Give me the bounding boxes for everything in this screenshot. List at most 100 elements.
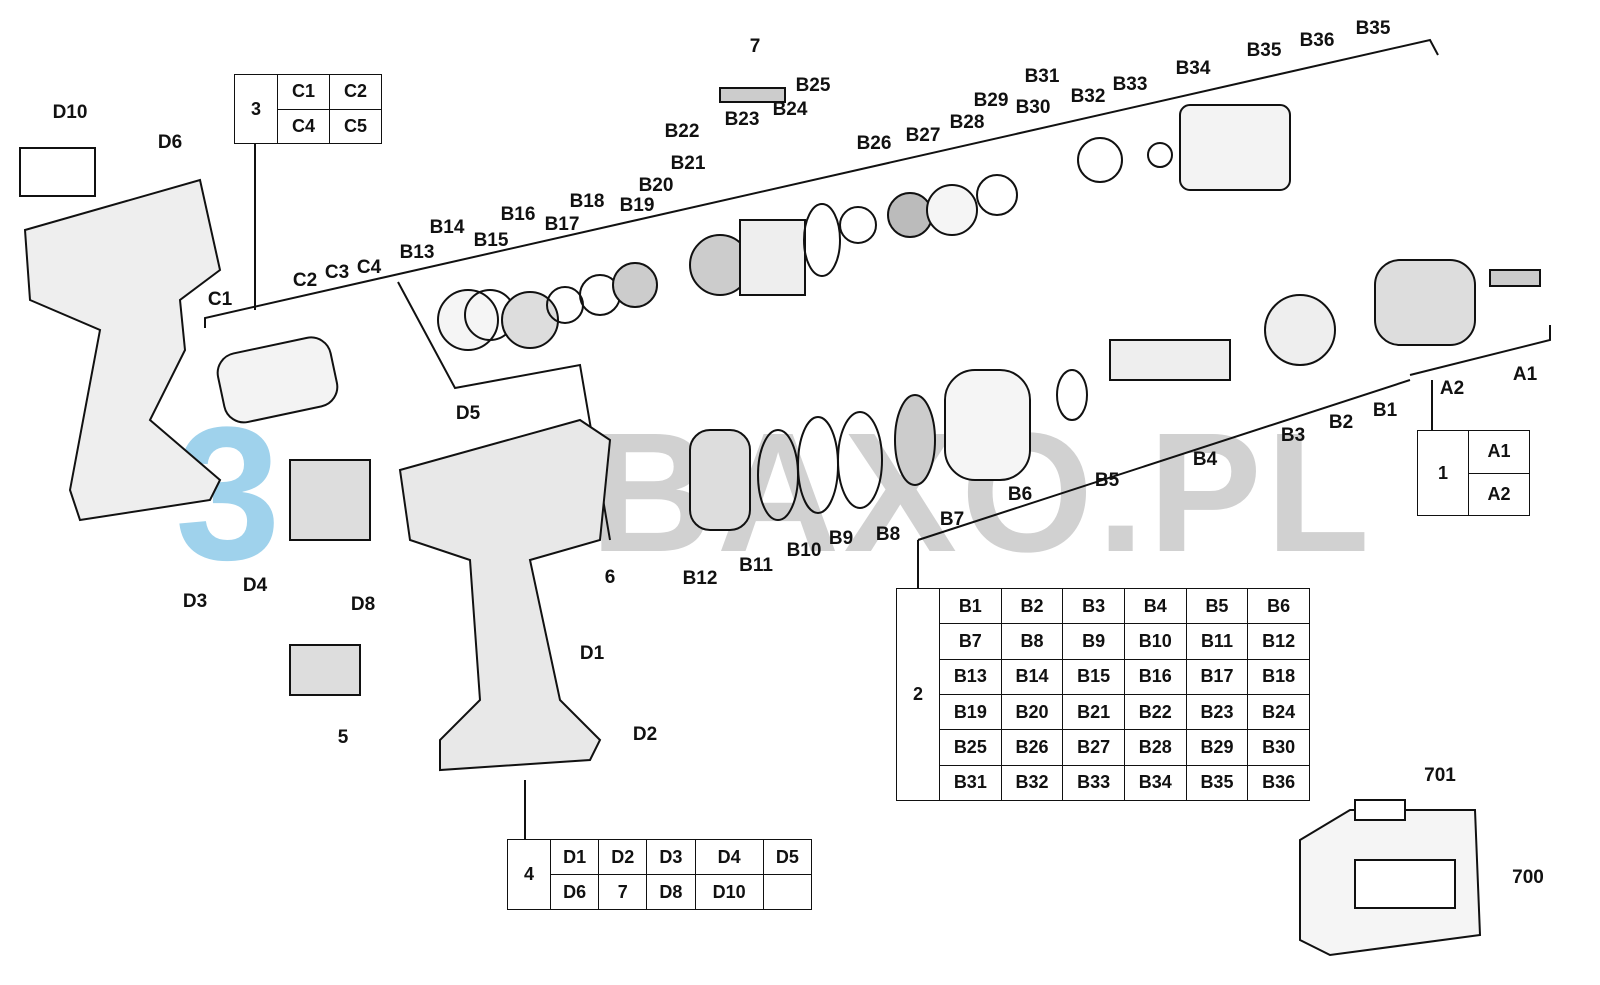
part-label: B23: [724, 109, 760, 130]
part-label: B35: [1246, 40, 1282, 61]
part-label: D3: [182, 591, 208, 612]
part-label: D6: [157, 132, 183, 153]
part-label: 7: [749, 36, 761, 57]
part-label: D4: [242, 575, 268, 596]
part-label: B11: [739, 555, 773, 576]
part-label: B34: [1175, 58, 1211, 79]
part-label: B17: [544, 214, 580, 235]
part-label: B25: [795, 75, 831, 96]
part-cell: B16: [1123, 658, 1187, 695]
part-cell: D10: [694, 874, 764, 910]
part-cell: 7: [598, 874, 648, 910]
group-number: 2: [896, 588, 940, 801]
part-cell: B32: [1000, 764, 1064, 802]
part-cell: B1: [939, 587, 1002, 625]
part-cell: B33: [1062, 764, 1125, 802]
part-label: C1: [207, 289, 233, 310]
part-label: B15: [473, 230, 509, 251]
part-label: D5: [455, 403, 481, 424]
part-cell: B31: [939, 764, 1002, 802]
part-label: B31: [1024, 66, 1060, 87]
part-cell: B14: [1000, 658, 1064, 695]
part-cell: A2: [1468, 472, 1530, 516]
lower-assembly-line: [1409, 325, 1551, 376]
part-cell: D1: [549, 839, 600, 875]
part-cell: B28: [1123, 729, 1187, 766]
case-handle-701: [1354, 799, 1406, 821]
part-cell: D6: [549, 874, 600, 910]
part-cell: D4: [694, 839, 764, 875]
part-label: 5: [337, 727, 349, 748]
part-label: B5: [1094, 470, 1120, 491]
gearbox-housing-b34: [1179, 104, 1291, 191]
part-cell: B12: [1247, 623, 1310, 660]
part-cell: B10: [1123, 623, 1187, 660]
part-cell: B19: [939, 693, 1002, 731]
part-cell: C1: [277, 74, 330, 110]
part-label: B16: [500, 204, 536, 225]
part-cell: D2: [598, 839, 648, 875]
part-label: 700: [1512, 867, 1544, 888]
part-cell: B29: [1185, 729, 1249, 766]
part-cell: B22: [1123, 693, 1187, 731]
housing-half-d6: [23, 178, 222, 522]
part-cell: C4: [277, 108, 330, 144]
part-cell: B13: [939, 658, 1002, 695]
part-cell: B35: [1185, 764, 1249, 802]
part-label: B32: [1070, 86, 1106, 107]
part-label: B19: [619, 195, 655, 216]
part-cell: C5: [329, 108, 382, 144]
part-label: C2: [292, 270, 318, 291]
part-cell: B2: [1000, 587, 1064, 625]
part-label: D8: [350, 594, 376, 615]
part-label: B21: [670, 153, 706, 174]
part-cell: B7: [939, 623, 1002, 660]
part-cell: B11: [1185, 623, 1249, 660]
part-label: C3: [324, 262, 350, 283]
part-label: B4: [1192, 449, 1218, 470]
part-label: B8: [875, 524, 901, 545]
screw-a1: [1489, 269, 1541, 287]
part-label: B1: [1372, 400, 1398, 421]
part-cell: C2: [329, 74, 382, 110]
part-cell: B34: [1123, 764, 1187, 802]
part-cell: B8: [1000, 623, 1064, 660]
part-cell: D8: [646, 874, 696, 910]
part-label: B28: [949, 112, 985, 133]
part-cell: B24: [1247, 693, 1310, 731]
part-cell: D5: [762, 839, 813, 875]
part-cell: D3: [646, 839, 696, 875]
part-label: B36: [1299, 30, 1335, 51]
part-cell: B4: [1123, 587, 1187, 625]
housing-half-6: [398, 418, 612, 772]
part-cell: B21: [1062, 693, 1125, 731]
part-label: B30: [1015, 97, 1051, 118]
part-label: B2: [1328, 412, 1354, 433]
part-label: B18: [569, 191, 605, 212]
part-label: 701: [1424, 765, 1456, 786]
part-label: B10: [786, 540, 822, 561]
part-label: B9: [828, 528, 854, 549]
part-cell: B27: [1062, 729, 1125, 766]
part-label: D2: [632, 724, 658, 745]
switch-d5: [289, 459, 371, 541]
part-label: B13: [399, 242, 435, 263]
part-cell: B20: [1000, 693, 1064, 731]
part-label: B24: [772, 99, 808, 120]
part-cell: B36: [1247, 764, 1310, 802]
spindle-b4: [1109, 339, 1231, 381]
part-cell: B25: [939, 729, 1002, 766]
part-label: A2: [1439, 378, 1465, 399]
part-cell: B17: [1185, 658, 1249, 695]
upper-assembly-line: [204, 38, 1439, 328]
group-number: 3: [234, 74, 278, 144]
group-number: 4: [507, 839, 551, 910]
part-label: A1: [1512, 364, 1538, 385]
part-label: B27: [905, 125, 941, 146]
part-label: B20: [638, 175, 674, 196]
battery-terminal: [289, 644, 361, 696]
part-cell: B6: [1247, 587, 1310, 625]
part-label: B22: [664, 121, 700, 142]
part-label: B12: [682, 568, 718, 589]
